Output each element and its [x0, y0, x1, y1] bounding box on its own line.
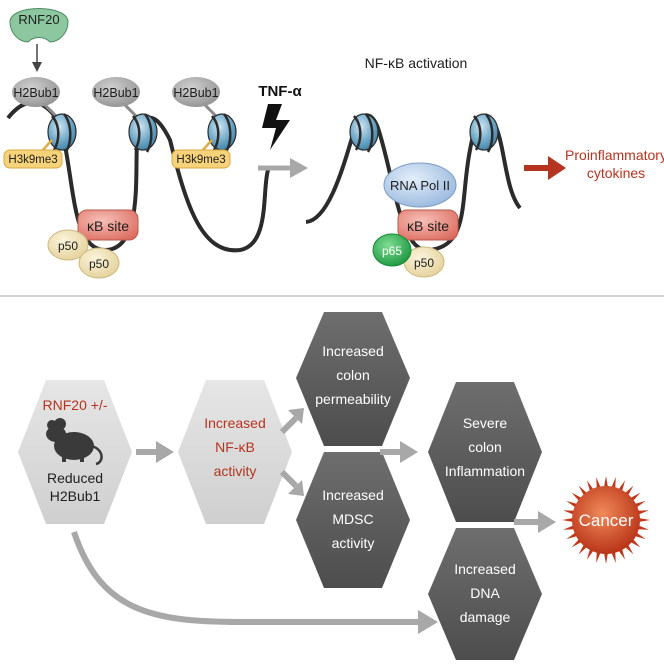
mouse-icon	[46, 418, 103, 466]
svg-text:Increased: Increased	[204, 415, 265, 431]
nucleosome-1	[47, 113, 77, 153]
cancer-spike	[611, 550, 616, 563]
svg-text:colon: colon	[468, 439, 501, 455]
nfkb-activation-title: NF-κB activation	[365, 55, 468, 71]
cancer-spike	[637, 517, 650, 523]
svg-text:MDSC: MDSC	[332, 511, 373, 527]
svg-text:damage: damage	[460, 609, 511, 625]
svg-text:κB site: κB site	[87, 218, 129, 234]
svg-text:DNA: DNA	[470, 585, 500, 601]
tnf-alpha-label: TNF-α	[258, 83, 302, 100]
cancer-spike	[596, 477, 601, 490]
cancer-spike	[563, 510, 576, 515]
svg-text:H2Bub1: H2Bub1	[173, 86, 218, 100]
lightning-icon	[262, 104, 290, 150]
cancer-spike	[636, 525, 649, 530]
svg-text:H2Bub1: H2Bub1	[93, 86, 138, 100]
svg-text:Increased: Increased	[322, 487, 383, 503]
cancer-spike	[562, 517, 575, 523]
svg-text:permeability: permeability	[315, 391, 390, 407]
svg-text:H3k9me3: H3k9me3	[176, 154, 225, 166]
svg-text:Severe: Severe	[463, 415, 508, 431]
nucleosome-3	[207, 113, 237, 153]
hex-colon-permeability: Increased colon permeability	[296, 312, 410, 446]
cancer-spike	[611, 477, 616, 490]
svg-text:Increased: Increased	[454, 561, 515, 577]
rnf20-shape	[9, 8, 69, 43]
p65: p65	[372, 233, 412, 267]
cancer-spike	[596, 550, 601, 563]
cancer-spike	[603, 551, 609, 564]
svg-text:H3k9me3: H3k9me3	[8, 154, 57, 166]
h2bub1-3: H2Bub1	[172, 77, 220, 118]
p50-left-2: p50	[78, 247, 120, 279]
h2bub1-1: H2Bub1	[12, 77, 60, 118]
cancer-spike	[636, 510, 649, 515]
cancer-spike	[563, 525, 576, 530]
hex-nfkb: Increased NF-κB activity	[178, 380, 292, 524]
nucleosome-4	[349, 113, 379, 153]
rnf20-mut-label: RNF20 +/-	[43, 397, 108, 413]
nucleosome-2	[128, 113, 158, 153]
svg-text:NF-κB: NF-κB	[215, 439, 255, 455]
svg-text:H2Bub1: H2Bub1	[50, 488, 101, 504]
hex-rnf20: RNF20 +/- Reduced H2Bub1	[18, 380, 132, 524]
p50-right: p50	[403, 246, 445, 278]
hex-dna-damage: Increased DNA damage	[428, 528, 542, 660]
hex-mdsc: Increased MDSC activity	[296, 452, 410, 588]
svg-text:p50: p50	[58, 239, 78, 253]
rna-pol-ii: RNA Pol II	[383, 162, 457, 208]
cancer-spike	[603, 476, 609, 489]
long-curve-arrow	[71, 531, 420, 625]
cancer-burst-icon: Cancer	[562, 476, 650, 564]
h2bub1-2: H2Bub1	[92, 77, 140, 118]
svg-text:colon: colon	[336, 367, 369, 383]
svg-text:H2Bub1: H2Bub1	[13, 86, 58, 100]
p50-left-1: p50	[47, 229, 89, 261]
kb-site-left: κB site	[77, 209, 139, 241]
hex-inflammation: Severe colon Inflammation	[428, 382, 542, 522]
cancer-label: Cancer	[579, 511, 634, 530]
svg-text:activity: activity	[214, 463, 257, 479]
cytokines-line-1: Proinflammatory	[565, 147, 664, 163]
h3k9me3-tag-2: H3k9me3	[171, 139, 231, 169]
cytokines-line-2: cytokines	[587, 165, 645, 181]
nucleosome-5	[469, 113, 499, 153]
svg-text:Reduced: Reduced	[47, 470, 103, 486]
svg-text:p50: p50	[89, 257, 109, 271]
svg-text:activity: activity	[332, 535, 375, 551]
svg-text:p50: p50	[414, 256, 434, 270]
h3k9me3-tag-1: H3k9me3	[3, 139, 63, 169]
svg-text:p65: p65	[382, 244, 402, 258]
kb-site-right: κB site	[397, 209, 459, 241]
svg-text:Inflammation: Inflammation	[445, 463, 525, 479]
svg-text:κB site: κB site	[407, 218, 449, 234]
rnf20-label: RNF20	[18, 12, 59, 27]
svg-text:Increased: Increased	[322, 343, 383, 359]
svg-text:RNA Pol II: RNA Pol II	[390, 178, 450, 193]
